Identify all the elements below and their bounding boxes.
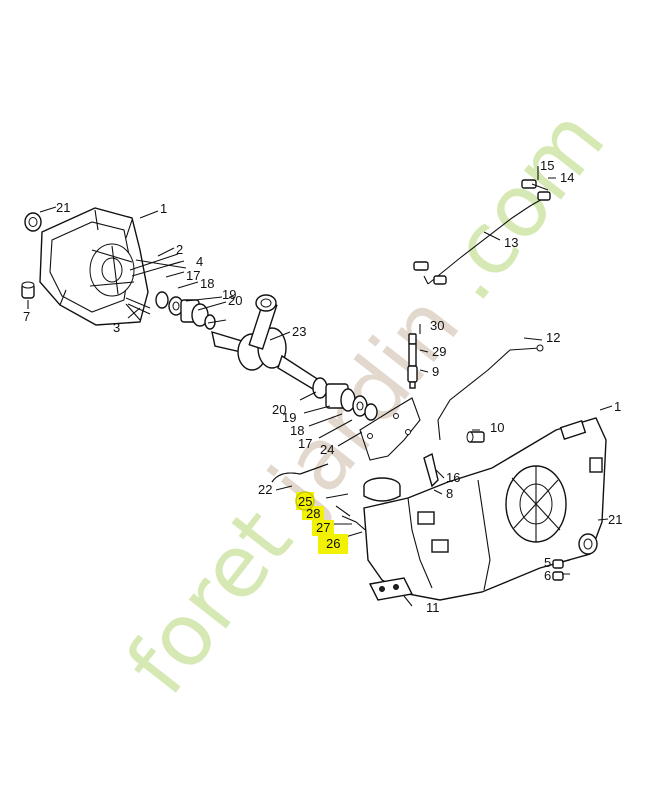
highlight-25 (296, 492, 314, 510)
callout-26: 26 (326, 536, 340, 551)
plug-7 (21, 281, 35, 299)
callout-29: 29 (432, 344, 446, 359)
callout-19-bottom: 19 (282, 410, 296, 425)
callout-13: 13 (504, 235, 518, 250)
vent-cover-11 (368, 577, 414, 601)
callout-17-top: 17 (186, 268, 200, 283)
callout-6: 6 (544, 568, 551, 583)
callout-4: 4 (196, 254, 203, 269)
callout-14: 14 (560, 170, 574, 185)
seal-21-bottom (578, 533, 598, 555)
highlight-group (295, 491, 348, 554)
callout-1-top: 1 (160, 201, 167, 216)
callout-25: 25 (298, 494, 312, 509)
highlight-27 (312, 520, 334, 536)
callout-30: 30 (430, 318, 444, 333)
callout-28: 28 (306, 506, 320, 521)
gasket-24 (359, 397, 421, 461)
highlight-26 (318, 534, 348, 554)
callout-7: 7 (23, 309, 30, 324)
callout-18-top: 18 (200, 276, 214, 291)
bearing-set-left (155, 291, 216, 330)
watermark-dom: .com (416, 91, 625, 319)
pin-30-spring-29 (407, 333, 418, 389)
callout-17-bottom: 17 (298, 436, 312, 451)
callout-12: 12 (546, 330, 560, 345)
callout-3: 3 (113, 320, 120, 335)
watermark-green: foret (108, 491, 312, 713)
callout-23: 23 (292, 324, 306, 339)
callout-21-top: 21 (56, 200, 70, 215)
callout-16: 16 (446, 470, 460, 485)
fitting-10 (466, 431, 485, 443)
crankcase-left-half (39, 207, 149, 326)
callout-20-bottom: 20 (272, 402, 286, 417)
crankshaft-23 (211, 294, 323, 394)
callout-20-top: 20 (228, 293, 242, 308)
callout-5: 5 (544, 555, 551, 570)
callout-11: 11 (426, 600, 440, 615)
callout-18-bottom: 18 (290, 423, 304, 438)
bearing-set-right (312, 377, 378, 421)
oil-line-12 (437, 344, 544, 441)
callout-22: 22 (258, 482, 272, 497)
crankcase-right-half (363, 417, 607, 601)
callout-21-bottom: 21 (608, 512, 622, 527)
nuts-5-6 (552, 559, 564, 581)
callout-9: 9 (432, 364, 439, 379)
oil-line-13 (413, 179, 551, 285)
callout-1-bottom: 1 (614, 399, 621, 414)
callout-24: 24 (320, 442, 334, 457)
hose-22 (271, 463, 329, 483)
callout-27: 27 (316, 520, 330, 535)
leader-lines (27, 166, 613, 607)
part-labels: 21 1 2 4 17 18 19 20 7 3 23 20 19 18 17 … (23, 158, 622, 615)
callout-15: 15 (540, 158, 554, 173)
callout-2: 2 (176, 242, 183, 257)
callout-8: 8 (446, 486, 453, 501)
callout-19-top: 19 (222, 287, 236, 302)
seal-21-top (24, 212, 42, 232)
callout-10: 10 (490, 420, 504, 435)
tank-cap-25 (363, 477, 401, 502)
